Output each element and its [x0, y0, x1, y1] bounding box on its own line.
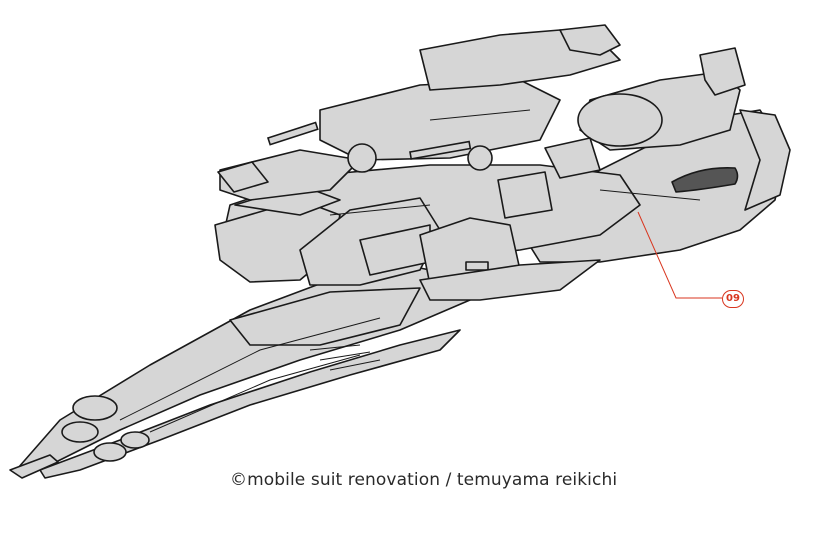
right-shoulder-cap	[699, 47, 746, 96]
nose-pod-1	[72, 395, 118, 421]
upper-deck-front	[219, 149, 361, 201]
round-hatch-1	[347, 143, 377, 173]
lower-plate	[229, 287, 421, 346]
right-dome	[577, 93, 663, 147]
round-hatch-2	[467, 145, 493, 171]
rear-vent	[671, 166, 739, 193]
nose-pod-2	[61, 421, 99, 443]
copyright-credit: ©mobile suit renovation / temuyama reiki…	[230, 470, 618, 490]
nose-pod-3	[93, 442, 127, 462]
lower-hull	[419, 259, 601, 301]
top-spine-cap	[559, 24, 621, 56]
callout-leader-line	[637, 211, 722, 299]
forward-box-slot	[465, 261, 489, 271]
mid-module	[497, 171, 553, 219]
nose-tip	[9, 454, 59, 479]
left-module	[217, 161, 269, 193]
rear-thruster	[739, 109, 791, 211]
callout-label-09: 09	[722, 290, 744, 308]
nose-pod-4	[120, 431, 150, 449]
gun-barrel-1	[266, 121, 319, 146]
gun-barrel-2	[409, 140, 472, 160]
joint-block	[544, 137, 601, 179]
